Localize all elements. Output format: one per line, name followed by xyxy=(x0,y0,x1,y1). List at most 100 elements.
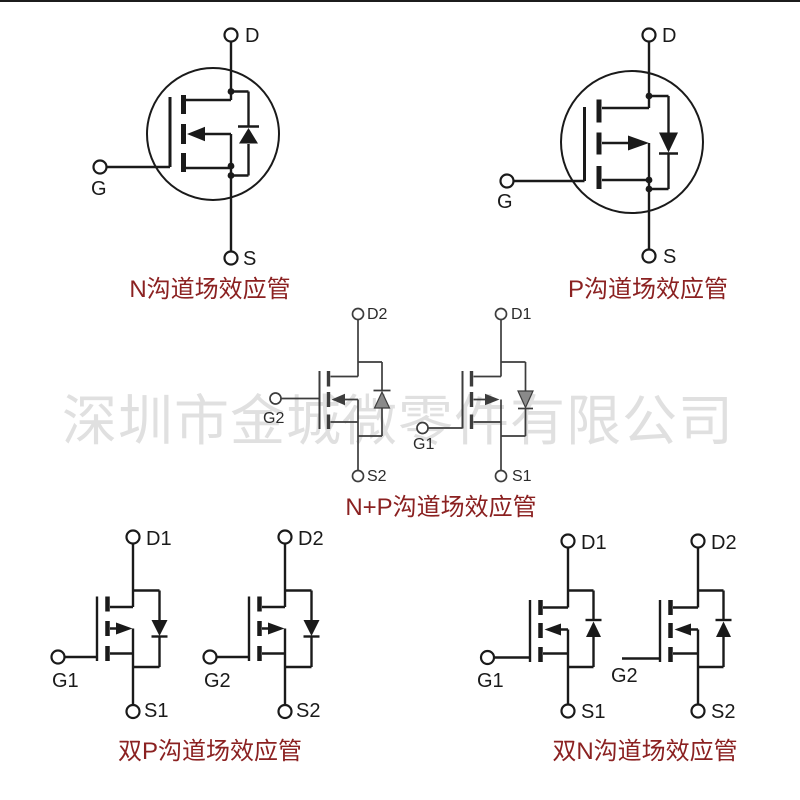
body-diode xyxy=(517,390,534,409)
wires xyxy=(494,547,594,705)
gate-terminal xyxy=(92,159,108,175)
source-label: S2 xyxy=(296,700,320,722)
body-diode-wires xyxy=(698,590,725,669)
np-pair-right-p-fet: D1 G1 S1 xyxy=(413,306,534,485)
drain-label: D1 xyxy=(511,306,532,323)
body-diode xyxy=(303,620,320,636)
body-diode xyxy=(716,621,731,637)
gate-label: G2 xyxy=(263,410,284,427)
gate-label: G1 xyxy=(413,436,434,453)
dual-n-caption: 双N沟道场效应管 xyxy=(552,738,737,765)
gate-terminal xyxy=(416,421,429,435)
gate-label: G2 xyxy=(204,670,231,692)
source-label: S1 xyxy=(144,700,168,722)
top-border-line xyxy=(0,0,800,2)
junction-dot xyxy=(645,92,653,100)
drain-label: D xyxy=(245,25,259,47)
np-pair-caption: N+P沟道场效应管 xyxy=(345,494,536,521)
drain-label: D1 xyxy=(581,532,607,554)
p-channel-fet-symbol: D G S P沟道场效应管 xyxy=(497,25,728,303)
drain-label: D2 xyxy=(711,532,737,554)
gate-label: G1 xyxy=(477,670,504,692)
dual-n-right-fet: D2 G2 S2 xyxy=(611,532,737,723)
drain-terminal xyxy=(494,307,508,321)
source-terminal xyxy=(277,703,293,720)
wires xyxy=(106,41,233,252)
junction-dot xyxy=(227,88,235,95)
substrate-arrow xyxy=(485,393,500,406)
body-diode xyxy=(239,128,258,144)
wires xyxy=(428,319,526,471)
drain-label: D1 xyxy=(146,528,172,550)
source-terminal xyxy=(125,703,141,720)
source-label: S xyxy=(243,248,256,270)
body-diode-wires xyxy=(568,590,595,669)
substrate-arrow xyxy=(628,135,649,151)
p-channel-caption: P沟道场效应管 xyxy=(568,276,728,303)
drain-terminal xyxy=(125,529,141,545)
watermark-text: 深圳市金城微零件有限公司 xyxy=(62,390,735,452)
drain-terminal xyxy=(690,533,706,549)
substrate-arrow xyxy=(187,126,205,142)
n-channel-caption: N沟道场效应管 xyxy=(129,276,290,303)
source-terminal xyxy=(223,250,239,266)
junction-dot xyxy=(645,176,653,184)
body-diode xyxy=(586,621,601,637)
gate-terminal xyxy=(50,649,66,665)
body-diode xyxy=(151,620,168,636)
gate-terminal xyxy=(499,173,515,189)
source-terminal xyxy=(641,248,657,264)
substrate-arrow xyxy=(544,623,561,636)
body-diode-wires xyxy=(649,94,670,191)
body-diode-wires xyxy=(133,590,161,669)
gate-label: G xyxy=(497,191,513,213)
source-terminal xyxy=(351,469,365,483)
body-diode-wires xyxy=(285,590,313,669)
wires xyxy=(513,41,651,250)
drain-terminal xyxy=(560,533,576,549)
gate-terminal xyxy=(202,649,218,665)
body-diode-wires xyxy=(358,362,383,437)
source-label: S1 xyxy=(512,468,532,485)
body-diode xyxy=(373,390,391,409)
drain-terminal xyxy=(223,27,239,43)
n-channel-fet-symbol: D G S N沟道场效应管 xyxy=(91,25,291,303)
gate-label: G xyxy=(91,178,107,200)
drain-terminal xyxy=(277,529,293,545)
junction-dot xyxy=(227,172,235,179)
source-terminal xyxy=(560,703,576,719)
substrate-arrow xyxy=(268,622,285,635)
source-label: S1 xyxy=(581,701,605,723)
junction-dot xyxy=(227,162,235,170)
source-terminal xyxy=(494,469,508,483)
source-label: S2 xyxy=(367,468,387,485)
np-pair-left-n-fet: D2 G2 S2 xyxy=(263,306,391,485)
dual-p-caption: 双P沟道场效应管 xyxy=(118,738,302,765)
gate-label: G2 xyxy=(611,665,638,687)
dual-p-left-fet: D1 G1 S1 xyxy=(50,528,172,722)
source-terminal xyxy=(690,703,706,719)
substrate-arrow xyxy=(674,623,691,636)
drain-terminal xyxy=(641,27,657,43)
envelope-circle xyxy=(560,70,704,214)
dual-p-right-fet: D2 G2 S2 xyxy=(202,528,324,722)
source-label: S xyxy=(663,246,676,268)
body-diode xyxy=(659,132,678,153)
wires xyxy=(281,319,382,471)
body-diode-wires xyxy=(231,90,250,177)
source-label: S2 xyxy=(711,701,735,723)
drain-terminal xyxy=(351,307,365,321)
substrate-arrow xyxy=(331,393,345,406)
substrate-arrow xyxy=(116,622,133,635)
gate-label: G1 xyxy=(52,670,79,692)
drain-label: D xyxy=(662,25,676,47)
wires xyxy=(64,543,160,705)
wires xyxy=(216,543,312,705)
gate-terminal xyxy=(479,649,496,666)
body-diode-wires xyxy=(501,362,527,437)
gate-terminal xyxy=(269,392,282,405)
envelope-circle xyxy=(146,67,280,201)
drain-label: D2 xyxy=(367,306,388,323)
drain-label: D2 xyxy=(298,528,324,550)
